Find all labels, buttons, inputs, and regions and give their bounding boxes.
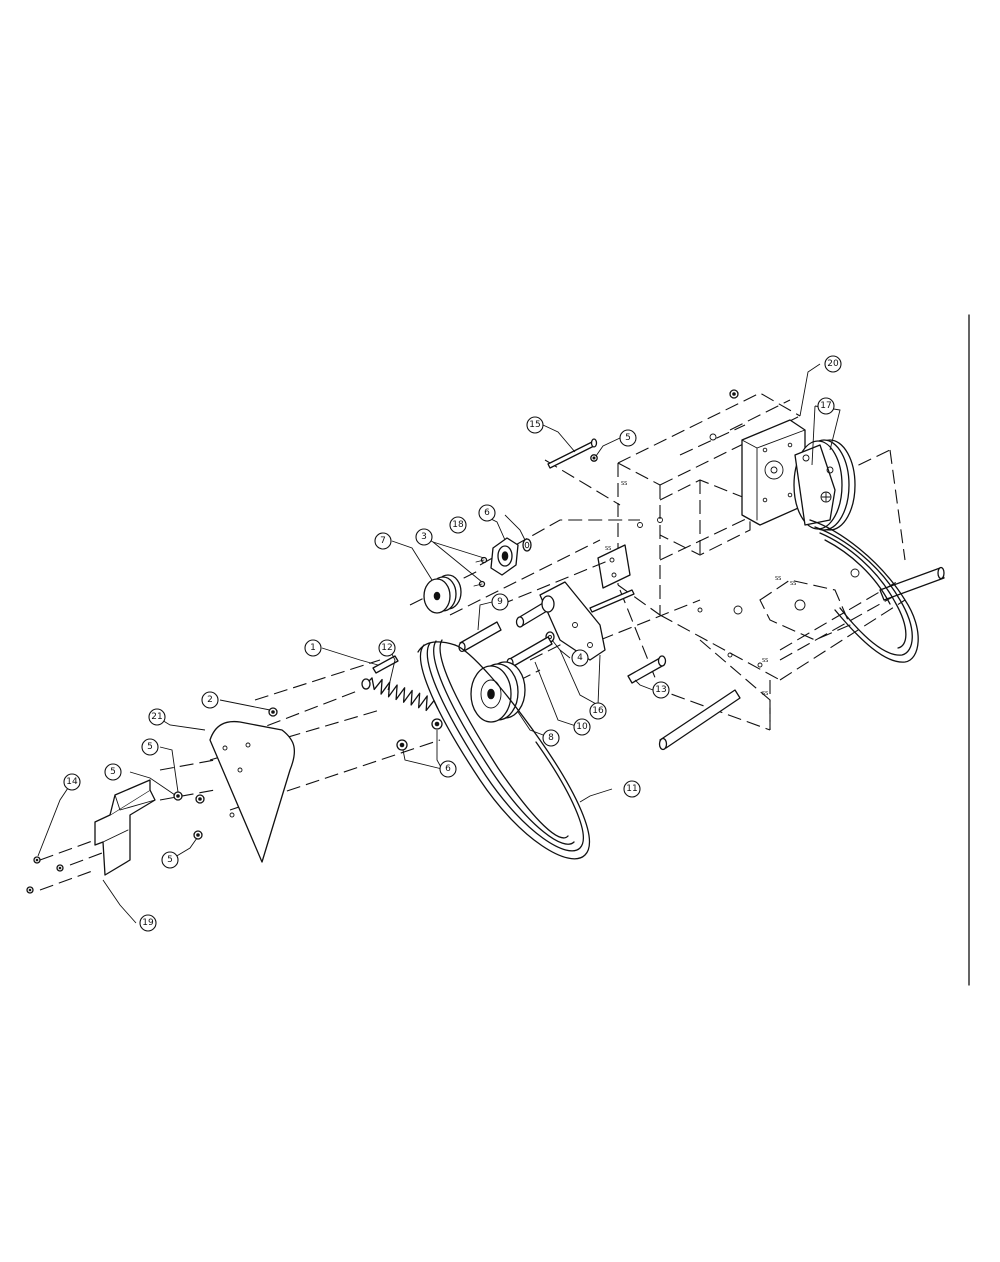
callout-15: 13 — [652, 681, 670, 699]
frame-mark: SS — [775, 576, 781, 582]
svg-text:4: 4 — [577, 653, 583, 663]
callout-13: 11 — [623, 780, 641, 798]
belt-guard — [209, 720, 296, 863]
svg-text:20: 20 — [827, 359, 839, 369]
svg-text:5: 5 — [110, 767, 116, 777]
bearing-flange — [490, 537, 519, 576]
svg-text:16: 16 — [592, 706, 604, 716]
guard-bracket — [94, 779, 156, 876]
svg-text:3: 3 — [421, 532, 427, 542]
svg-text:9: 9 — [497, 597, 503, 607]
drive-belt-rear — [809, 519, 919, 663]
svg-text:13: 13 — [655, 685, 666, 695]
svg-text:6: 6 — [484, 508, 490, 518]
idler-pulley-large — [470, 661, 526, 723]
long-bolt — [547, 438, 598, 469]
frame-mark: SS — [762, 658, 768, 664]
svg-text:19: 19 — [142, 918, 154, 928]
idler-pulley-small — [423, 574, 462, 614]
callout-22: 20 — [824, 355, 842, 373]
callout-9: 7 — [374, 532, 392, 550]
callout-23: 21 — [148, 708, 166, 726]
flange-nuts — [173, 791, 205, 840]
frame-mark: SS — [762, 691, 768, 697]
shoulder-bolt — [627, 655, 667, 684]
callout-16: 14 — [63, 773, 81, 791]
callout-19: 17 — [817, 397, 835, 415]
hex-nuts — [396, 718, 443, 751]
svg-text:15: 15 — [529, 420, 540, 430]
bolt-nut — [590, 454, 598, 462]
svg-text:2: 2 — [207, 695, 213, 705]
idler-shaft — [506, 636, 553, 669]
callout-7: 5 — [619, 429, 637, 447]
svg-text:18: 18 — [452, 520, 464, 530]
callout-20: 18 — [449, 516, 467, 534]
svg-text:21: 21 — [151, 712, 162, 722]
transmission-bracket — [741, 419, 806, 526]
lock-nut — [268, 707, 278, 717]
callout-10: 8 — [542, 729, 560, 747]
callout-17: 15 — [526, 416, 544, 434]
drive-belt-main — [417, 639, 590, 860]
svg-text:7: 7 — [380, 536, 386, 546]
pivot-pin — [458, 621, 502, 653]
frame-mark: SS — [790, 581, 796, 587]
callout-2: 2 — [201, 691, 219, 709]
svg-text:5: 5 — [167, 855, 173, 865]
callout-5-mid: 5 — [104, 763, 122, 781]
callout-1: 1 — [304, 639, 322, 657]
callout-11: 9 — [491, 593, 509, 611]
svg-text:1: 1 — [310, 643, 316, 653]
callout-12: 10 — [573, 718, 591, 736]
svg-text:8: 8 — [548, 733, 554, 743]
callout-14: 12 — [378, 639, 396, 657]
callout-6: 6 — [439, 760, 457, 778]
axle-shaft — [658, 566, 945, 751]
spacer — [522, 538, 532, 552]
callout-3: 3 — [415, 528, 433, 546]
idler-arm — [515, 581, 606, 661]
callout-5-low: 5 — [161, 851, 179, 869]
transmission-pulley — [793, 439, 856, 531]
svg-text:6: 6 — [445, 764, 451, 774]
callout-18: 16 — [589, 702, 607, 720]
svg-text:17: 17 — [820, 401, 831, 411]
self-tapping-screws — [26, 856, 64, 894]
main-frame: SS SS SS SS SS SS — [605, 392, 906, 731]
svg-text:14: 14 — [66, 777, 78, 787]
frame-mark: SS — [605, 546, 611, 552]
tension-spring — [361, 677, 439, 712]
svg-text:5: 5 — [147, 742, 153, 752]
svg-text:12: 12 — [381, 643, 392, 653]
callout-5-top: 5 — [141, 738, 159, 756]
callout-21: 19 — [139, 914, 157, 932]
explosion-lines — [39, 459, 701, 891]
svg-text:10: 10 — [576, 722, 588, 732]
frame-rod — [589, 589, 635, 613]
callout-4: 4 — [571, 649, 589, 667]
callout-8: 6 — [478, 504, 496, 522]
frame-mark: SS — [621, 481, 627, 487]
svg-text:11: 11 — [626, 784, 637, 794]
idler-mount-plate — [597, 544, 631, 589]
svg-text:5: 5 — [625, 433, 631, 443]
leader-lines — [37, 363, 841, 924]
spring-bolt — [372, 655, 399, 674]
